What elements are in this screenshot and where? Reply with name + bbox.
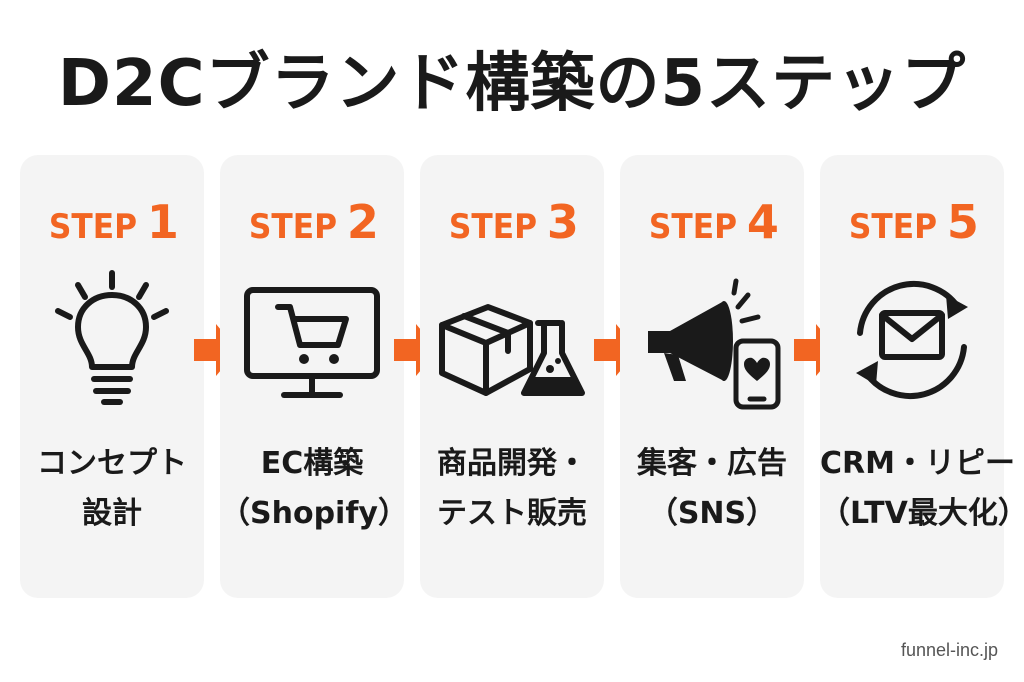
footer-domain: funnel-inc.jp [900, 640, 998, 660]
step-number: 4 [746, 195, 779, 249]
caption-line: （SNS） [647, 496, 777, 531]
shopping-cart-monitor-icon [244, 287, 380, 398]
step-caption-5: CRM・リピート （LTV最大化） [820, 439, 1024, 539]
step-number: 5 [946, 195, 979, 249]
step-word: STEP [48, 207, 138, 247]
page-title: D2Cブランド構築の5ステップ [57, 47, 967, 121]
megaphone-smartphone-icon [648, 278, 781, 410]
caption-line: EC構築 [260, 446, 364, 481]
caption-line: テスト販売 [437, 496, 587, 531]
step-caption-2: EC構築 （Shopify） [220, 439, 408, 539]
step-caption-4: 集客・広告 （SNS） [620, 439, 804, 539]
step-caption-3: 商品開発・ テスト販売 [420, 439, 604, 539]
caption-line: 設計 [82, 496, 142, 531]
step-caption-1: コンセプト 設計 [20, 439, 204, 539]
step-number: 3 [546, 195, 579, 249]
caption-line: 商品開発・ [437, 446, 587, 481]
step-word: STEP [448, 207, 538, 247]
step-number: 1 [146, 195, 179, 249]
step-word: STEP [848, 207, 938, 247]
step-number: 2 [346, 195, 379, 249]
caption-line: 集客・広告 [637, 446, 787, 481]
step-word: STEP [248, 207, 338, 247]
lightbulb-icon [55, 270, 169, 405]
step-word: STEP [648, 207, 738, 247]
caption-line: コンセプト [37, 446, 187, 481]
envelope-cycle-icon [856, 281, 968, 399]
caption-line: CRM・リピート [820, 446, 1024, 481]
box-and-flask-icon [439, 304, 585, 396]
caption-line: （Shopify） [220, 496, 408, 531]
caption-line: （LTV最大化） [820, 496, 1024, 531]
